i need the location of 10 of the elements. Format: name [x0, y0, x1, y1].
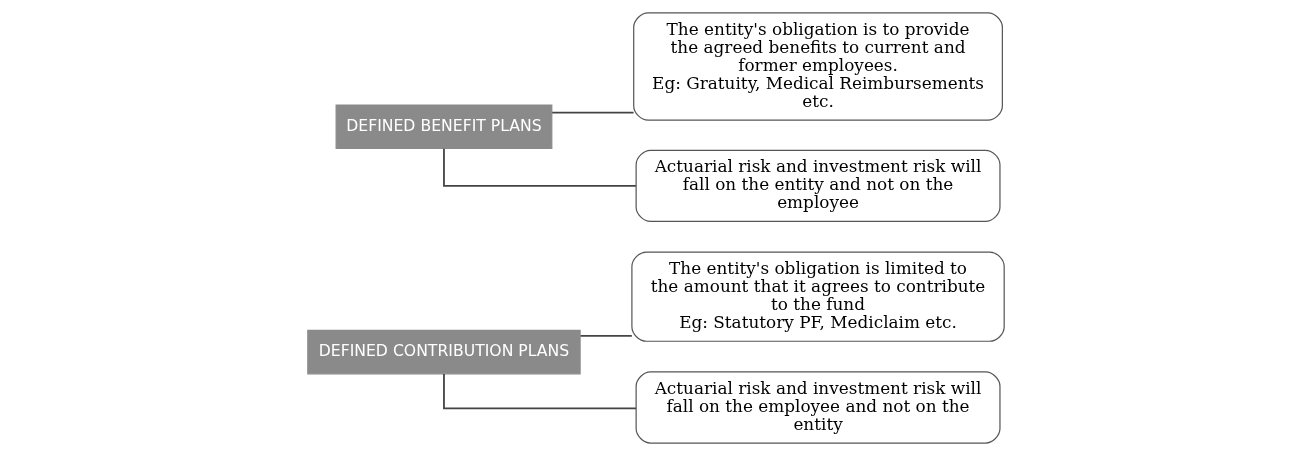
connector: [579, 334, 633, 337]
node-box: The entity's obligation is to provide the agreed benefits to current and former employees. Eg: Gratuity, Medical Reimbursements etc.: [633, 12, 1003, 121]
node-box: DEFINED CONTRIBUTION PLANS: [307, 329, 581, 375]
node-box: DEFINED BENEFIT PLANS: [335, 104, 553, 150]
node-box: The entity's obligation is limited to the amount that it agrees to contribute to the fund Eg: Statutory PF, Mediclaim etc.: [631, 251, 1005, 342]
node-box: Actuarial risk and investment risk will fall on the employee and not on the entity: [635, 371, 1001, 444]
connector: [443, 373, 637, 410]
connector: [551, 111, 635, 114]
connector: [443, 147, 637, 187]
node-box: Actuarial risk and investment risk will fall on the entity and not on the employee: [635, 149, 1001, 222]
